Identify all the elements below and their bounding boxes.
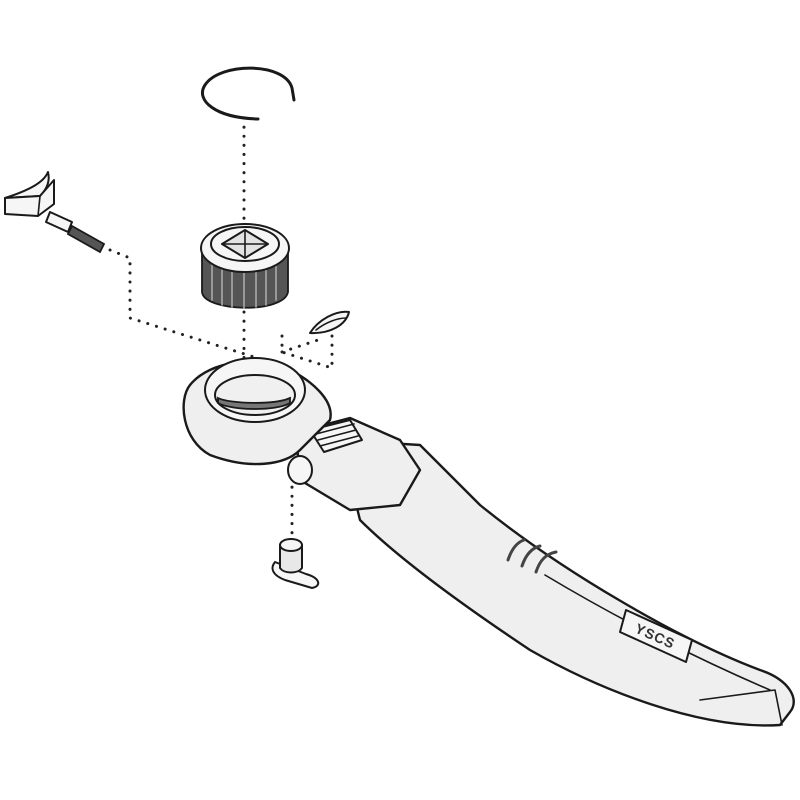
reverse-lever [271,538,320,589]
drive-gear [200,223,290,309]
wrench-body: YSCS [182,357,795,727]
retaining-ring [201,66,296,121]
small-pawl [309,310,350,335]
spring-pin [45,211,106,254]
pawl [4,171,55,217]
